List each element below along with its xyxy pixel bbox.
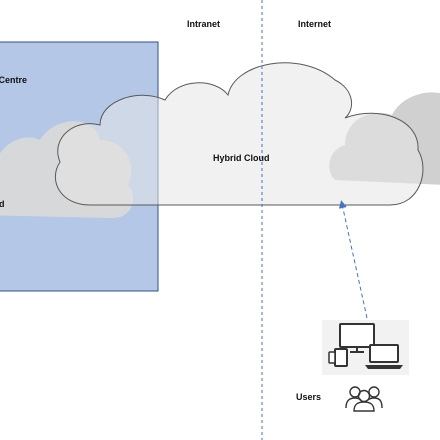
data-centre-label: a Centre — [0, 75, 28, 85]
zone-label-intranet: Intranet — [187, 19, 221, 29]
users-to-cloud-arrow — [338, 200, 368, 319]
users-icon — [345, 386, 383, 412]
zone-label-internet: Internet — [298, 19, 332, 29]
hybrid-cloud-label: Hybrid Cloud — [213, 153, 270, 163]
devices-icon — [322, 320, 409, 375]
private-cloud-label: oud — [0, 199, 5, 209]
hybrid-cloud-shape — [54, 62, 424, 206]
users-label: Users — [296, 392, 322, 402]
